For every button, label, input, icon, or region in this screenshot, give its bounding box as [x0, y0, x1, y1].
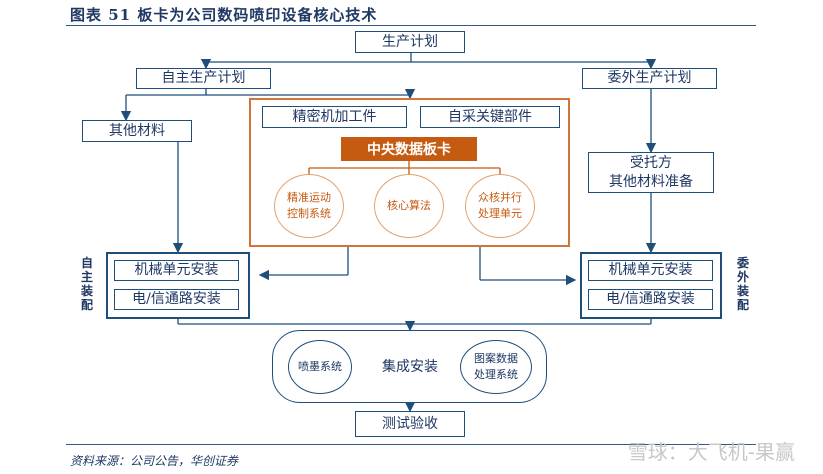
- parallel-line-2: 处理单元: [478, 207, 522, 220]
- parallel-line-1: 众核并行: [478, 190, 522, 204]
- other-materials-box: 其他材料: [82, 120, 192, 142]
- figure-title: 图表 51 板卡为公司数码喷印设备核心技术: [70, 6, 378, 24]
- watermark: 雪球：大飞机-果赢: [627, 440, 795, 464]
- motion-line-1: 精准运动: [287, 190, 331, 204]
- core-tech-frame: [249, 98, 570, 247]
- right-mechanical-install-box: 机械单元安装: [588, 260, 713, 281]
- central-data-board-box: 中央数据板卡: [341, 137, 477, 161]
- image-line-2: 处理系统: [474, 368, 518, 381]
- ink-system-circle: 喷墨系统: [288, 340, 352, 394]
- self-production-plan-box: 自主生产计划: [136, 68, 271, 89]
- integration-frame: [272, 330, 547, 403]
- parallel-processing-circle: 众核并行 处理单元: [465, 174, 535, 238]
- side-char: 装: [80, 284, 93, 298]
- outsourced-production-plan-box: 委外生产计划: [582, 68, 717, 89]
- image-processing-circle: 图案数据 处理系统: [460, 340, 532, 394]
- entrusted-materials-box: 受托方 其他材料准备: [588, 152, 714, 193]
- side-char: 配: [80, 298, 93, 312]
- production-plan-box: 生产计划: [355, 31, 465, 53]
- side-char: 装: [736, 284, 749, 298]
- self-assembly-group: [106, 252, 250, 319]
- left-electrical-install-box: 电/信通路安装: [114, 289, 239, 310]
- self-assembly-label: 自 主 装 配: [80, 256, 94, 312]
- purchased-parts-box: 自采关键部件: [420, 106, 560, 128]
- source-note: 资料来源：公司公告，华创证券: [70, 454, 239, 468]
- image-line-1: 图案数据: [474, 351, 518, 365]
- side-char: 配: [736, 298, 749, 312]
- integration-label: 集成安装: [382, 358, 438, 375]
- left-mechanical-install-box: 机械单元安装: [114, 260, 239, 281]
- outsourced-assembly-label: 委 外 装 配: [736, 256, 750, 312]
- side-char: 主: [80, 270, 93, 284]
- side-char: 外: [736, 270, 749, 284]
- entrusted-line-1: 受托方: [630, 155, 672, 172]
- footer-rule: [66, 444, 756, 445]
- motion-control-circle: 精准运动 控制系统: [274, 174, 344, 238]
- title-rule: [66, 25, 756, 26]
- side-char: 自: [80, 256, 93, 270]
- test-acceptance-box: 测试验收: [355, 411, 465, 437]
- outsourced-assembly-group: [580, 252, 722, 319]
- entrusted-line-2: 其他材料准备: [609, 173, 693, 190]
- precision-parts-box: 精密机加工件: [262, 106, 407, 128]
- side-char: 委: [736, 256, 749, 270]
- motion-line-2: 控制系统: [287, 207, 331, 220]
- core-algorithm-circle: 核心算法: [374, 174, 444, 238]
- right-electrical-install-box: 电/信通路安装: [588, 289, 713, 310]
